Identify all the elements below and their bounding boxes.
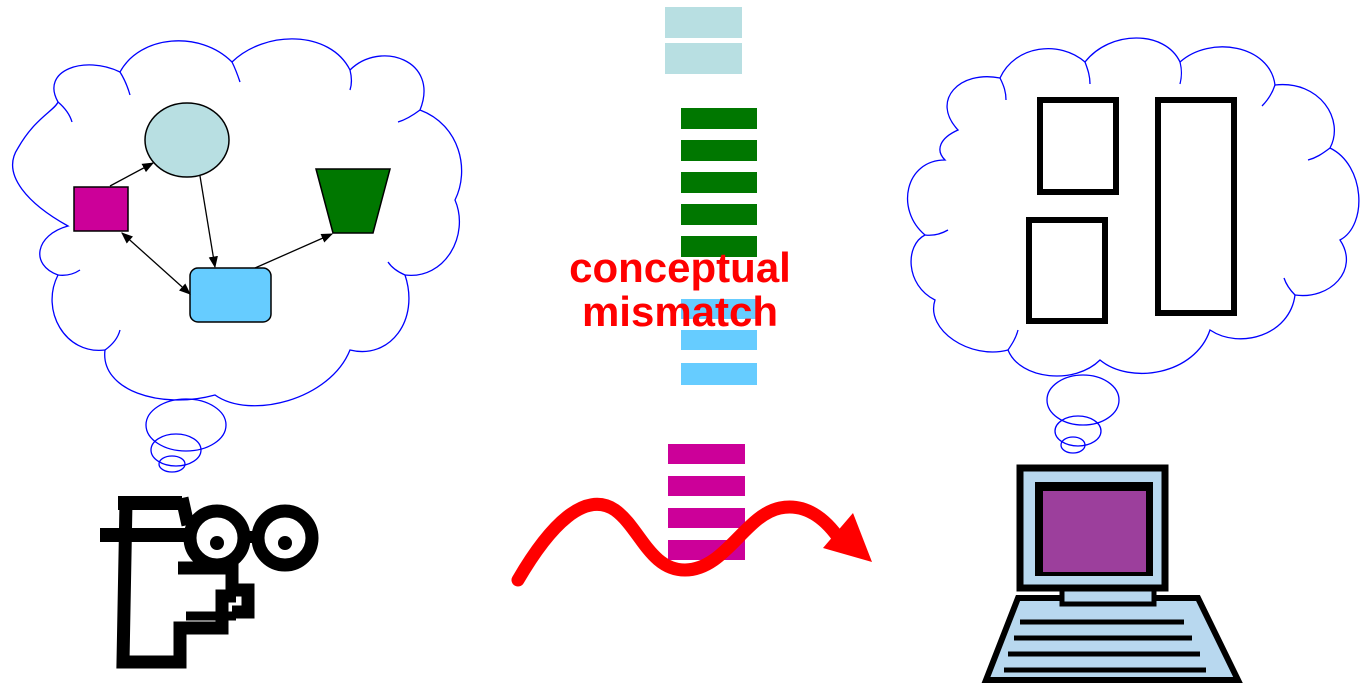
graph-edge	[109, 162, 155, 187]
memory-block	[1155, 97, 1237, 316]
graph-node-rounded-rect	[189, 267, 272, 323]
person-head-with-glasses-icon	[100, 496, 319, 669]
light-blue-stack	[665, 7, 742, 74]
memory-block	[1026, 217, 1108, 324]
memory-block	[1037, 97, 1119, 195]
graph-edge	[121, 232, 191, 295]
graph-edge	[254, 233, 334, 269]
stack-block	[681, 236, 757, 257]
green-stack	[681, 108, 757, 257]
stack-block	[681, 172, 757, 193]
graph-node-ellipse	[144, 102, 230, 178]
stack-block	[681, 204, 757, 225]
graph-edge	[199, 175, 218, 269]
stack-block	[681, 299, 757, 319]
stack-block	[668, 508, 745, 528]
stack-block	[665, 7, 742, 38]
stack-block	[681, 330, 757, 350]
stack-block	[681, 363, 757, 385]
wavy-arrow-icon	[511, 498, 872, 587]
sky-blue-stack	[681, 299, 757, 385]
concept-graph	[73, 102, 391, 323]
graph-node-trapezoid	[315, 168, 391, 234]
stack-block	[668, 444, 745, 464]
stack-block	[668, 476, 745, 496]
desktop-computer-icon	[981, 464, 1243, 683]
graph-node-square	[73, 186, 129, 232]
left-thought-cloud	[12, 38, 463, 473]
memory-blocks	[1026, 97, 1237, 324]
stack-block	[681, 108, 757, 129]
stack-block	[681, 140, 757, 161]
right-thought-cloud	[906, 37, 1360, 454]
stack-block	[665, 43, 742, 74]
